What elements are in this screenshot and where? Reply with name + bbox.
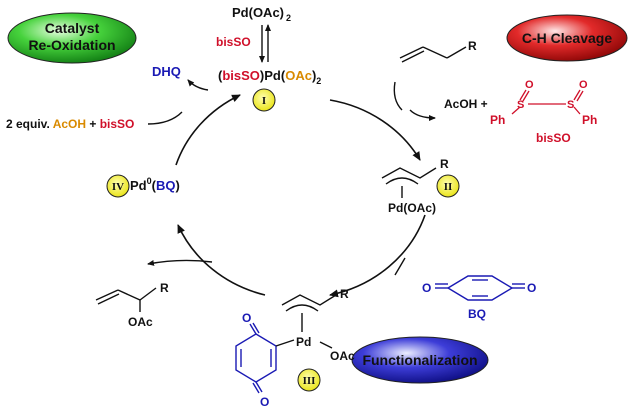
bq-iii-o-bottom: O xyxy=(260,395,269,409)
branch-arrows xyxy=(147,79,436,276)
arrow-to-dhq xyxy=(187,79,209,91)
arrow-acoh-out xyxy=(409,109,436,121)
cycle-arc-ii-to-iii xyxy=(329,214,426,298)
pd-iii-label: Pd xyxy=(296,335,311,349)
bisso-structure xyxy=(511,89,584,115)
stage-marker-circle xyxy=(297,368,321,392)
complex-i-label: (bisSO)Pd(OAc)2 xyxy=(218,68,321,86)
cycle-arc-iv-to-i xyxy=(175,94,241,166)
catalytic-cycle-arrows xyxy=(175,94,426,298)
allyl-ii-r-label: R xyxy=(440,157,449,171)
bq-o-right: O xyxy=(527,281,536,295)
arrow-substrate-in xyxy=(393,81,403,111)
pi-allyl-ii-structure xyxy=(381,167,437,198)
stage-marker-circle xyxy=(252,88,276,112)
stage-marker-ii: II xyxy=(436,174,460,198)
pi-allyl-iii-structure xyxy=(281,294,337,349)
bisso-additive-label: bisSO xyxy=(216,35,251,49)
stage-marker-circle xyxy=(106,174,130,198)
pill-functionalization: Functionalization xyxy=(351,336,489,384)
pd-oac2-label: Pd(OAc) xyxy=(232,5,284,20)
pill-reoxidation-line1: Catalyst xyxy=(45,20,100,36)
stage-marker-iv: IV xyxy=(106,174,130,198)
dhq-label: DHQ xyxy=(152,64,181,79)
arrow-bq-in xyxy=(394,257,406,276)
arrow-acoh-in xyxy=(147,111,183,125)
bisso-ph-left: Ph xyxy=(490,113,505,127)
substrate-structure xyxy=(399,46,467,63)
pd-oac2-subscript: 2 xyxy=(286,13,291,23)
substrate-r-label: R xyxy=(468,39,477,53)
pill-reoxidation-line2: Re-Oxidation xyxy=(28,37,115,53)
right-side: R AcOH + Ph S O S O Ph bisSO R Pd(OAc) xyxy=(381,39,597,321)
bisso-s-right: S xyxy=(567,99,574,111)
cycle-arc-iii-to-iv xyxy=(177,224,266,296)
reoxidation-reagents: 2 equiv. AcOH + bisSO xyxy=(6,117,134,131)
bq-name-label: BQ xyxy=(468,307,486,321)
product-oac-label: OAc xyxy=(128,315,153,329)
product-structure xyxy=(95,287,157,312)
stage-marker-label: III xyxy=(303,375,316,387)
pill-catalyst-reoxidation: Catalyst Re-Oxidation xyxy=(7,12,137,64)
oac-iii-label: OAc xyxy=(330,349,355,363)
bq-o-left: O xyxy=(422,281,431,295)
bq-iii-o-top: O xyxy=(242,311,251,325)
bq-structure xyxy=(435,275,525,301)
bisso-s-left: S xyxy=(517,99,524,111)
stage-marker-circle xyxy=(436,174,460,198)
acoh-plus-label: AcOH + xyxy=(444,97,488,111)
stage-marker-label: II xyxy=(444,181,453,193)
bq-coordinated-structure xyxy=(235,322,295,394)
complex-iii: R Pd OAc O O xyxy=(235,287,355,409)
allyl-iii-r-label: R xyxy=(340,287,349,301)
arrow-product-out xyxy=(147,259,213,266)
stage-marker-label: IV xyxy=(112,181,124,193)
bisso-ph-right: Ph xyxy=(582,113,597,127)
bisso-o-right: O xyxy=(579,79,588,91)
stage-marker-i: I xyxy=(252,88,276,112)
cycle-arc-i-to-ii xyxy=(329,99,421,161)
stage-marker-iii: III xyxy=(297,368,321,392)
left-side: DHQ 2 equiv. AcOH + bisSO Pd0(BQ) R OAc xyxy=(6,64,181,329)
allyl-ii-pd-label: Pd(OAc) xyxy=(388,201,436,215)
bisso-name-label: bisSO xyxy=(536,131,571,145)
top-complex: Pd(OAc) 2 bisSO (bisSO)Pd(OAc)2 xyxy=(216,5,321,86)
stage-marker-label: I xyxy=(262,95,266,107)
pill-ch-cleavage: C-H Cleavage xyxy=(506,14,628,62)
bisso-o-left: O xyxy=(525,79,534,91)
pill-functionalization-label: Functionalization xyxy=(362,352,477,368)
pill-ch-cleavage-label: C-H Cleavage xyxy=(522,30,612,46)
pd0-bq-label: Pd0(BQ) xyxy=(130,176,180,193)
product-r-label: R xyxy=(160,281,169,295)
